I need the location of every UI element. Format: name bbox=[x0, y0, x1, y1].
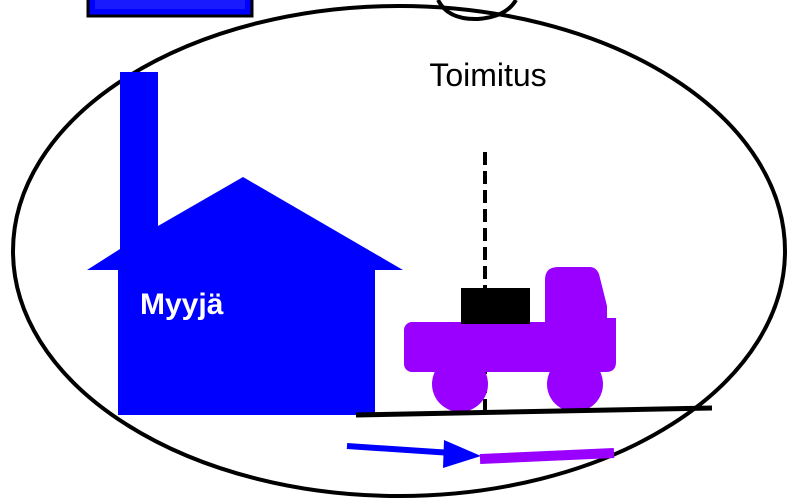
ground-line bbox=[355, 405, 713, 418]
truck-cab bbox=[545, 267, 616, 372]
cargo-box bbox=[461, 288, 530, 324]
seller-arrow-shaft bbox=[346, 443, 453, 456]
top-left-box-inner bbox=[95, 0, 245, 9]
delivery-scope-ellipse bbox=[11, 4, 787, 498]
buyer-segment-line bbox=[479, 448, 615, 464]
truck-front-wheel bbox=[547, 356, 603, 412]
seller-label: Myyjä bbox=[140, 288, 224, 321]
seller-factory-icon bbox=[87, 72, 403, 415]
truck-bed bbox=[404, 322, 554, 372]
top-ellipse-fragment bbox=[436, 0, 518, 22]
truck-icon bbox=[404, 267, 616, 412]
seller-arrow-head bbox=[443, 440, 481, 468]
delivery-title: Toimitus bbox=[429, 57, 546, 93]
truck-rear-wheel bbox=[432, 356, 488, 412]
